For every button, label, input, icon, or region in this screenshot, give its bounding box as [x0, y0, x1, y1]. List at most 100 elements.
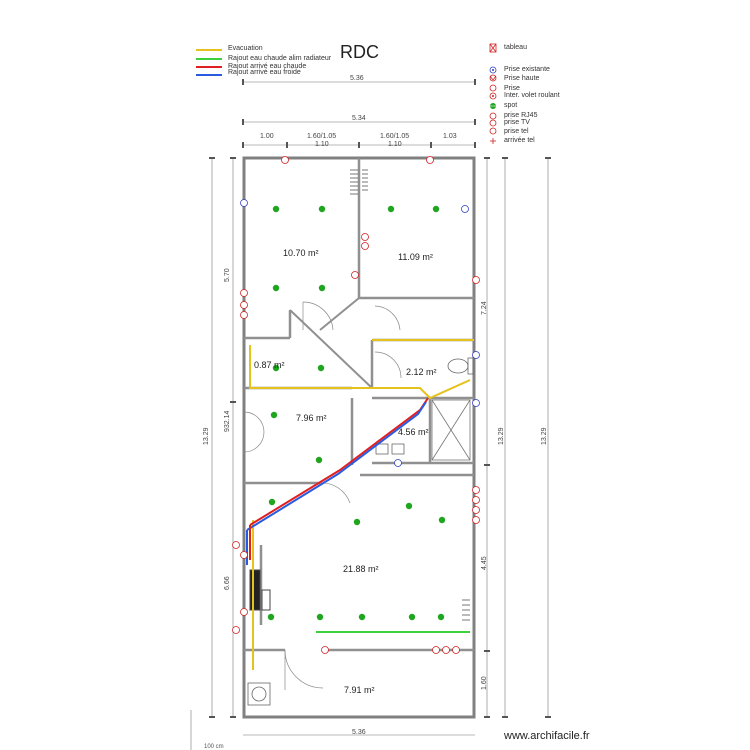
room-area-toilet: 2.12 m² — [406, 367, 437, 377]
outlets — [232, 156, 480, 654]
existing-outlet-icon — [472, 399, 480, 407]
sink — [375, 443, 405, 455]
spot-icon — [316, 613, 324, 621]
spot-icon — [387, 205, 395, 213]
legend-outlet: Prise — [504, 85, 520, 92]
outlet-icon — [240, 311, 248, 319]
outlet-icon — [240, 551, 248, 559]
legend-shutter-switch: Inter. volet roulant — [504, 92, 560, 99]
dim-sub1: 1.10 — [315, 141, 329, 148]
dim-seg3: 1.60/1.05 — [380, 133, 409, 140]
legend-rj45: prise RJ45 — [504, 112, 538, 119]
kitchen-counter — [249, 569, 271, 611]
dimension-ticks — [209, 79, 551, 718]
dim-inner-top: 5.34 — [352, 115, 366, 122]
spot-icon — [270, 411, 278, 419]
legend-existing-outlet: Prise existante — [504, 66, 550, 73]
outlet-icon — [361, 233, 369, 241]
evacuation-pipe — [249, 345, 471, 400]
spot-icon — [353, 518, 361, 526]
cold-water-pipe — [246, 401, 427, 531]
dim-right-upper: 7.24 — [481, 301, 488, 315]
outlet-icon — [442, 646, 450, 654]
existing-outlet-icon — [394, 459, 402, 467]
corridor-walls — [289, 297, 373, 389]
outlet-icon — [472, 276, 480, 284]
spot-icon — [358, 613, 366, 621]
watermark-link[interactable]: www.archifacile.fr — [504, 730, 590, 742]
spot-icon — [267, 613, 275, 621]
outlet-icon — [472, 516, 480, 524]
room-area-living: 21.88 m² — [343, 564, 379, 574]
outlet-icon — [472, 496, 480, 504]
dim-bottom: 5.36 — [352, 729, 366, 736]
outlet-icon — [426, 156, 434, 164]
shower — [431, 399, 471, 461]
outlet-icon — [472, 506, 480, 514]
room-area-bedroom-2: 11.09 m² — [398, 252, 433, 262]
dim-seg1: 1.00 — [260, 133, 274, 140]
scale-label: 100 cm — [204, 744, 224, 750]
room-area-wc: 0.87 m² — [254, 360, 285, 370]
dim-overall-top: 5.36 — [350, 75, 364, 82]
legend-hot-water: Rajout arrivé eau chaude — [228, 63, 307, 70]
outlet-icon — [361, 242, 369, 250]
outlet-icon — [232, 626, 240, 634]
spot-icon — [317, 364, 325, 372]
spot-icon — [272, 284, 280, 292]
toilet — [447, 357, 474, 375]
dim-far-right-total: 13.29 — [541, 427, 548, 445]
outlet-icon — [472, 486, 480, 494]
stairs — [350, 169, 470, 621]
spot-icon — [268, 498, 276, 506]
dimension-lines — [190, 81, 549, 750]
legend-panel: tableau — [504, 44, 527, 51]
room-area-bathroom: 4.56 m² — [398, 427, 429, 437]
outlet-icon — [351, 271, 359, 279]
spot-icon — [315, 456, 323, 464]
dim-seg4: 1.03 — [443, 133, 457, 140]
existing-outlet-icon — [472, 351, 480, 359]
doors — [243, 301, 402, 690]
room-area-utility: 7.91 m² — [344, 685, 375, 695]
spot-icon — [432, 205, 440, 213]
spot-icon — [405, 502, 413, 510]
outlet-icon — [452, 646, 460, 654]
spot-icon — [272, 364, 280, 372]
plan-title: RDC — [340, 42, 379, 62]
legend-tv: prise TV — [504, 119, 530, 126]
dim-left-mid: 932.14 — [224, 410, 231, 432]
legend-evacuation: Evacuation — [228, 45, 263, 52]
spot-icon — [318, 284, 326, 292]
outlet-icon — [232, 541, 240, 549]
washing-machine — [247, 682, 271, 706]
spot-icon — [438, 516, 446, 524]
room-area-entry: 7.96 m² — [296, 413, 327, 423]
legend-spot: spot — [504, 102, 518, 109]
outlet-icon — [432, 646, 440, 654]
spots — [267, 205, 446, 621]
existing-outlet-icon — [461, 205, 469, 213]
legend-heating: Rajout eau chaude alim radiateur — [228, 55, 332, 62]
legend-cold-water: Rajout arrivé eau froide — [228, 69, 301, 76]
spot-icon — [437, 613, 445, 621]
dim-right-bottom: 1.60 — [481, 676, 488, 690]
outlet-icon — [240, 289, 248, 297]
dim-left-upper: 5.70 — [224, 268, 231, 282]
outlet-icon — [240, 301, 248, 309]
legend-phone: prise tel — [504, 128, 529, 135]
spot-icon — [318, 205, 326, 213]
existing-outlet-icon — [240, 199, 248, 207]
interior-walls — [244, 158, 474, 652]
dim-right-total: 13.29 — [498, 427, 505, 445]
outlet-icon — [321, 646, 329, 654]
dim-left-lower: 6.66 — [224, 576, 231, 590]
spot-icon — [272, 205, 280, 213]
dim-sub2: 1.10 — [388, 141, 402, 148]
legend-phone-line: arrivée tel — [504, 137, 535, 144]
outlet-icon — [281, 156, 289, 164]
outlet-icon — [240, 608, 248, 616]
dim-seg2: 1.60/1.05 — [307, 133, 336, 140]
dim-right-lower: 4.45 — [481, 556, 488, 570]
